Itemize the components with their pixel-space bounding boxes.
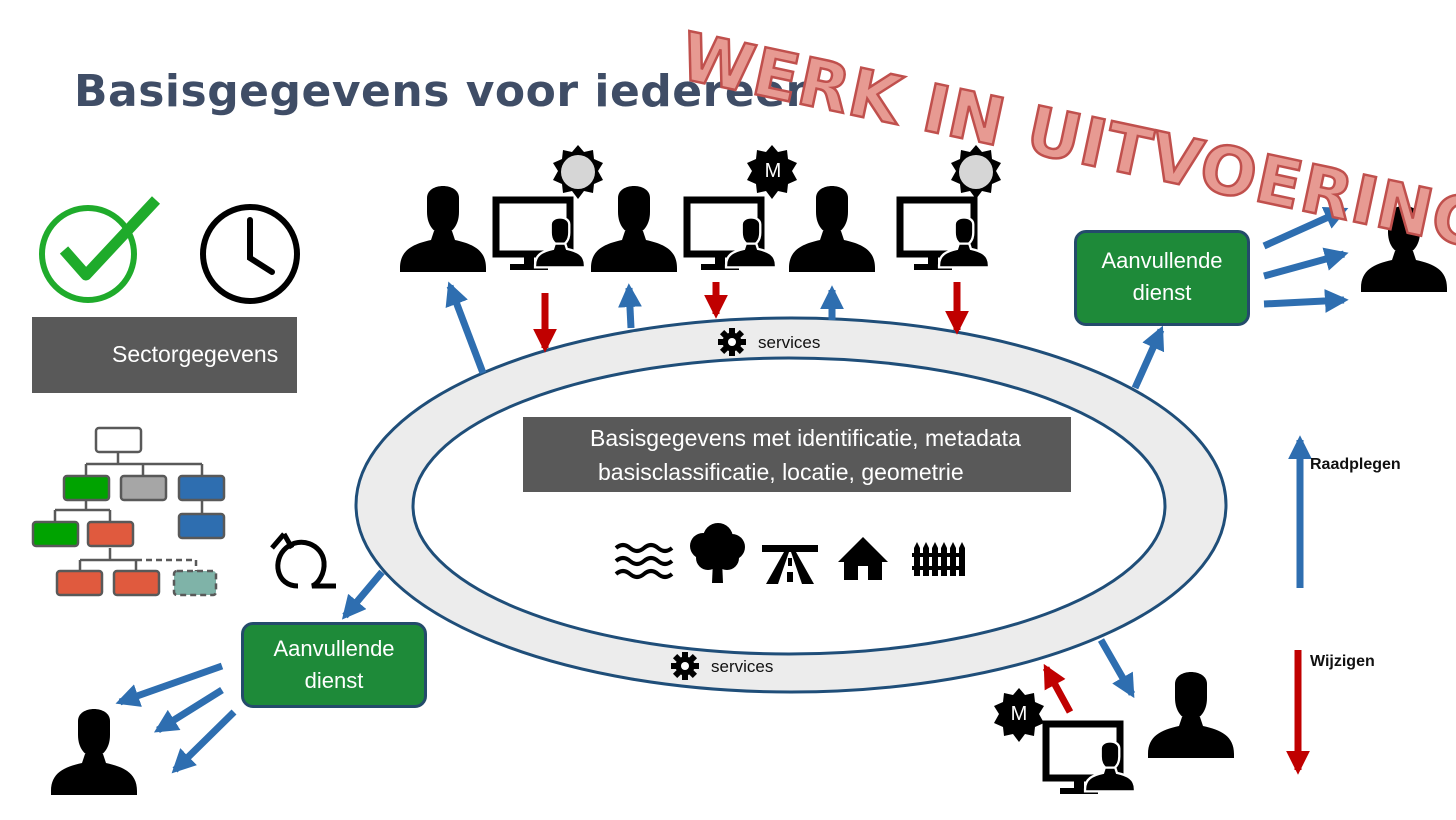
- tree-icon: [690, 523, 745, 583]
- gear-icon: [718, 328, 746, 356]
- road-icon: [762, 545, 818, 584]
- legend-consult-label: Raadplegen: [1310, 456, 1401, 473]
- supplementary-service-left: Aanvullende dienst: [241, 622, 427, 708]
- person-icon: [591, 186, 677, 272]
- house-icon: [838, 537, 888, 580]
- central-ring: [354, 316, 1228, 694]
- consult-arrow: [618, 283, 642, 329]
- person-icon: [51, 709, 137, 795]
- computer-user-icon: [900, 200, 989, 270]
- modify-arrow: [1042, 663, 1074, 714]
- supplementary-service-line-1: Aanvullende: [1101, 248, 1223, 273]
- supplementary-service-right: Aanvullende dienst: [1074, 230, 1250, 326]
- sector-data-box: Sectorgegevens: [32, 317, 297, 393]
- supplementary-service-line-1: Aanvullende: [273, 636, 395, 661]
- sector-label: Sectorgegevens: [112, 341, 279, 367]
- computer-user-icon: [1046, 724, 1135, 794]
- checkmark-icon: [39, 196, 161, 303]
- person-icon: [1148, 672, 1234, 758]
- clock-icon: [200, 204, 300, 304]
- gear-icon: [671, 652, 699, 680]
- water-icon: [614, 543, 674, 579]
- consult-arrow: [1263, 247, 1349, 280]
- consult-arrow: [1263, 289, 1349, 313]
- services-top-label: services: [758, 333, 821, 352]
- badge-m-label: M: [1010, 703, 1028, 725]
- consult-arrow: [1097, 638, 1136, 699]
- legend-modify-label: Wijzigen: [1310, 653, 1375, 670]
- computer-user-icon: [496, 200, 585, 270]
- person-icon: [400, 186, 486, 272]
- consult-arrow: [171, 709, 237, 774]
- loop-icon: [270, 532, 336, 589]
- badge-icon: [553, 145, 603, 199]
- consult-arrow: [445, 281, 487, 375]
- supplementary-service-line-2: dienst: [304, 668, 364, 693]
- consult-arrow: [153, 687, 224, 733]
- consult-arrow: [115, 662, 224, 707]
- consult-arrow: [1262, 206, 1349, 250]
- basis-line-1: Basisgegevens met identificatie, metadat…: [590, 425, 1021, 451]
- consult-arrow: [341, 569, 385, 620]
- person-icon: [789, 186, 875, 272]
- page-title: Basisgegevens voor iedereen: [74, 66, 818, 117]
- basis-data-box: Basisgegevens met identificatie, metadat…: [523, 417, 1071, 492]
- supplementary-service-line-2: dienst: [1132, 280, 1192, 305]
- basis-line-2: basisclassificatie, locatie, geometrie: [598, 459, 964, 485]
- computer-user-icon: [687, 200, 776, 270]
- services-bottom-label: services: [711, 657, 774, 676]
- fence-icon: [912, 542, 965, 576]
- hierarchy-icon: [31, 426, 226, 597]
- consult-arrow: [1131, 325, 1165, 390]
- badge-m-label: M: [764, 160, 782, 182]
